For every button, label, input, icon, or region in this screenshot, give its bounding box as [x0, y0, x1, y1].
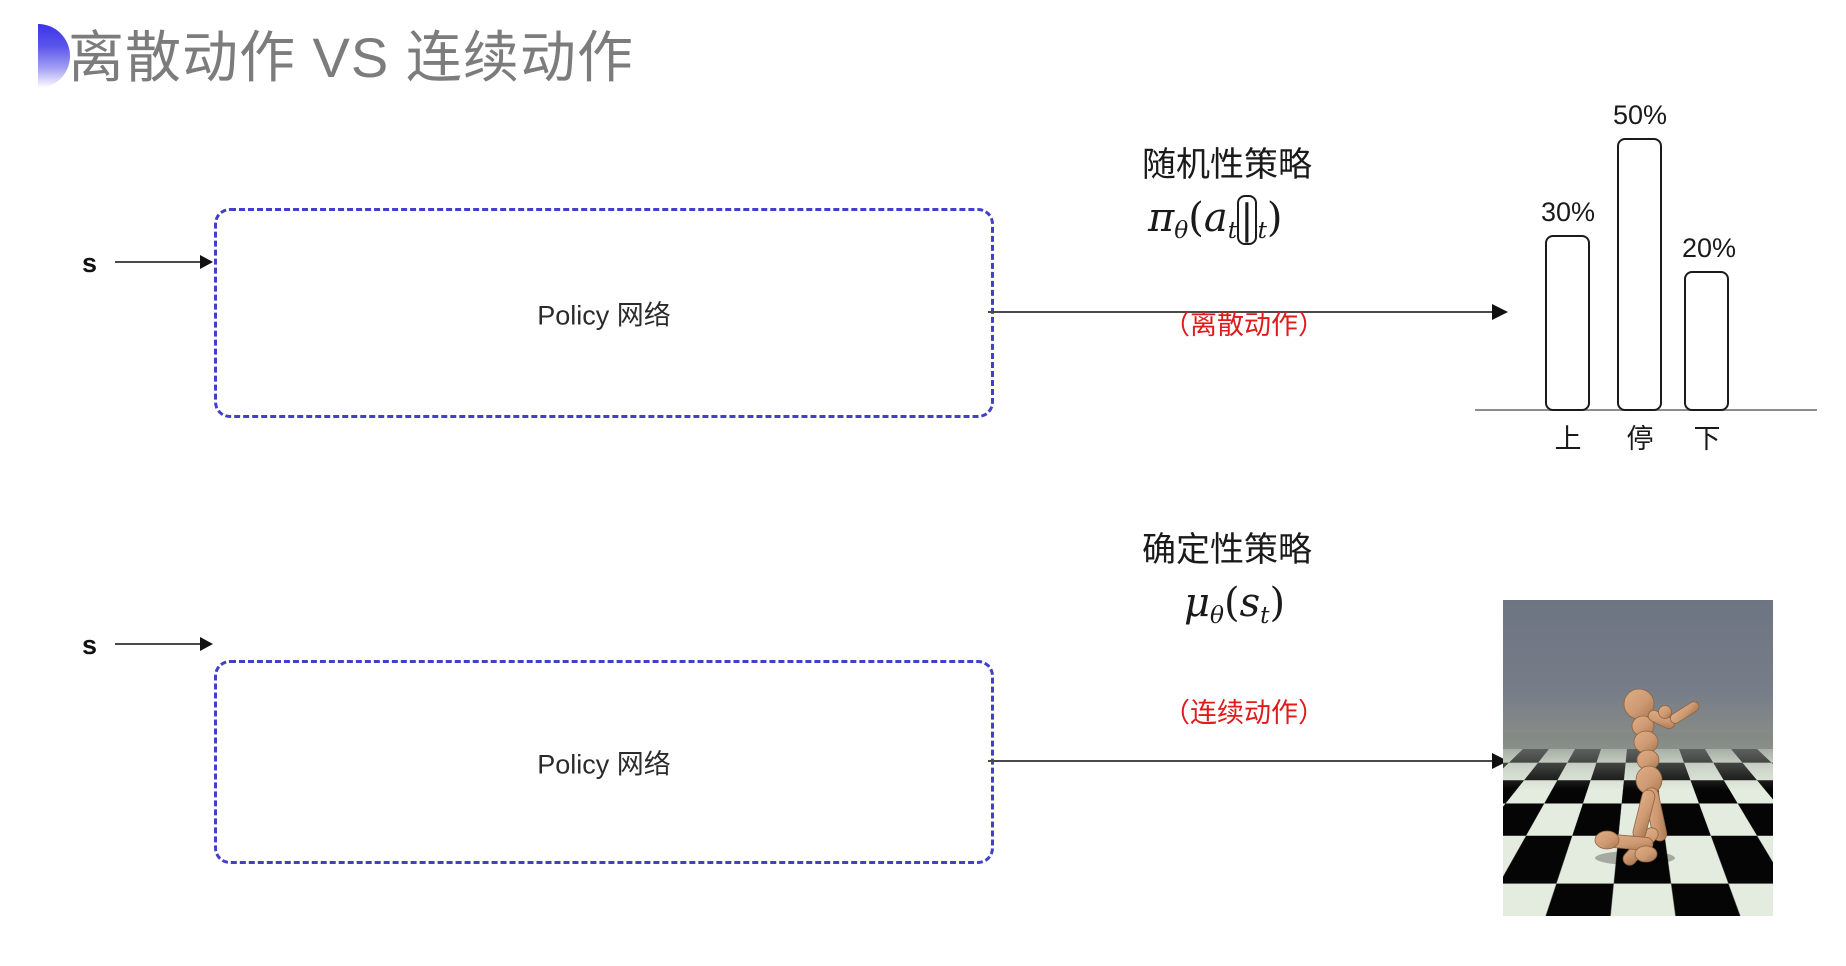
bar-category-2: 下 — [1693, 424, 1721, 454]
action-probability-bar-chart: 30% 上 50% 停 20% 下 — [1470, 95, 1830, 454]
formula-arg1-row2: s — [1239, 580, 1261, 626]
footer-rule — [0, 964, 1846, 966]
formula-arg1-sub-row1: t — [1227, 216, 1238, 244]
formula-head-row1: π — [1148, 195, 1175, 241]
half-circle-gradient-icon — [38, 24, 70, 88]
humanoid-figure-icon — [1594, 688, 1700, 866]
formula-close-row1: ) — [1266, 195, 1283, 241]
policy-network-box-row2[interactable]: Policy 网络 — [214, 660, 994, 864]
bar-2 — [1684, 271, 1729, 411]
policy-network-label-row1: Policy 网络 — [537, 300, 671, 331]
policy-network-label-row2: Policy 网络 — [537, 749, 671, 780]
formula-arg2-sub-row1: t — [1257, 216, 1267, 244]
page-title: 离散动作 VS 连续动作 — [68, 26, 634, 89]
input-state-label-row2: s — [82, 630, 98, 660]
formula-close-row2: ) — [1269, 580, 1286, 626]
formula-arg1-row1: a — [1203, 195, 1228, 241]
formula-head-sub-row1: θ — [1174, 216, 1189, 244]
input-arrow-row1 — [115, 255, 213, 269]
bar-category-0: 上 — [1554, 424, 1582, 454]
bar-value-2: 20% — [1681, 233, 1737, 263]
continuous-action-note: （连续动作） — [1163, 698, 1325, 728]
formula-arg1-sub-row2: t — [1260, 601, 1270, 629]
output-arrow-row1 — [988, 304, 1508, 320]
bar-1 — [1617, 138, 1662, 411]
formula-open-row1: ( — [1188, 195, 1204, 241]
stochastic-policy-formula: πθ(at|st) — [1148, 195, 1283, 245]
bar-value-0: 30% — [1540, 197, 1596, 227]
input-arrow-row2 — [115, 637, 213, 651]
bar-category-1: 停 — [1626, 424, 1654, 454]
input-state-label-row1: s — [82, 248, 98, 278]
formula-head-sub-row2: θ — [1210, 601, 1224, 629]
bar-value-1: 50% — [1612, 100, 1668, 130]
stochastic-policy-label: 随机性策略 — [1142, 146, 1312, 184]
output-arrow-row2 — [988, 753, 1508, 769]
deterministic-policy-label: 确定性策略 — [1142, 531, 1312, 569]
deterministic-policy-formula: μθ(st) — [1184, 580, 1285, 629]
policy-network-box-row1[interactable]: Policy 网络 — [214, 208, 994, 418]
formula-head-row2: μ — [1184, 580, 1210, 626]
formula-separator-row1: | — [1237, 195, 1257, 245]
bar-0 — [1545, 235, 1590, 411]
formula-open-row2: ( — [1223, 580, 1240, 626]
discrete-action-note: （离散动作） — [1163, 310, 1325, 340]
mujoco-humanoid-image — [1503, 600, 1773, 916]
